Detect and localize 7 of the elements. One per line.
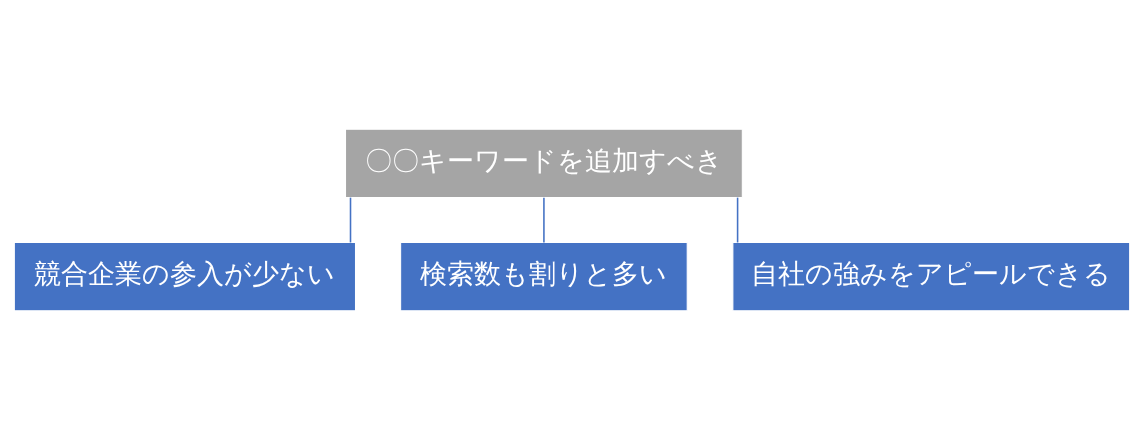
node-box: 競合企業の参入が少ない — [13, 242, 356, 312]
connector — [736, 196, 739, 244]
node-box: 検索数も割りと多い — [400, 242, 688, 312]
node-box: 〇〇キーワードを追加すべき — [345, 128, 743, 198]
connector — [543, 196, 545, 244]
connector — [349, 196, 352, 244]
node-box: 自社の強みをアピールできる — [732, 242, 1131, 312]
